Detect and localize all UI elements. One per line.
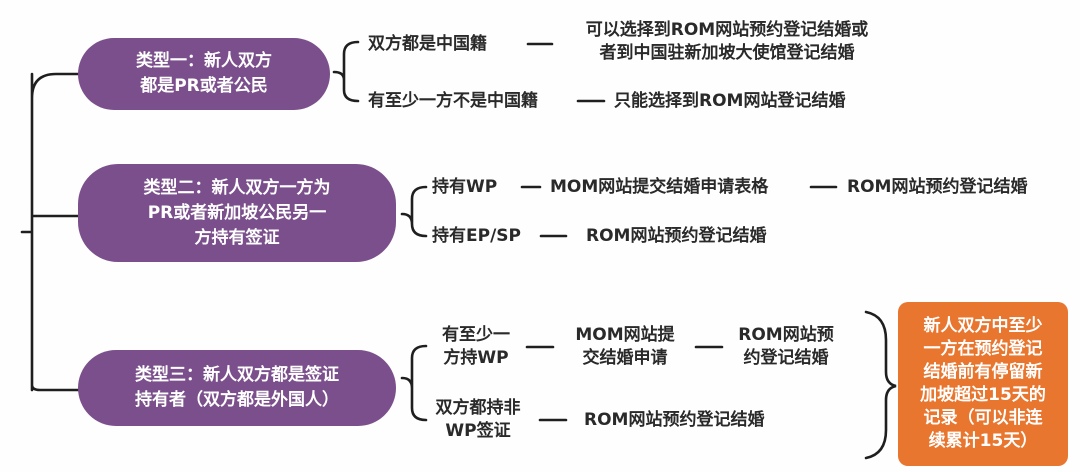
stay-requirement-note: 新人双方中至少 一方在预约登记 结婚前有停留新 加坡超过15天的 记录（可以非连…	[898, 302, 1068, 466]
type1-result-a: 可以选择到ROM网站预约登记结婚或 者到中国驻新加坡大使馆登记结婚	[585, 20, 869, 63]
type2-step-a: MOM网站提交结婚申请表格	[550, 177, 769, 197]
type3-step-a: MOM网站提 交结婚申请	[575, 325, 675, 368]
type2-condition-b: 持有EP/SP	[432, 226, 521, 246]
note-text: 新人双方中至少 一方在预约登记 结婚前有停留新 加坡超过15天的 记录（可以非连…	[920, 316, 1046, 451]
type1-condition-a: 双方都是中国籍	[368, 34, 487, 54]
type3-pill: 类型三：新人双方都是签证 持有者（双方都是外国人）	[78, 350, 396, 426]
type3-label: 类型三：新人双方都是签证 持有者（双方都是外国人）	[135, 365, 339, 410]
type3-condition-a: 有至少一 方持WP	[442, 325, 510, 368]
type3-condition-b: 双方都持非 WP签证	[435, 398, 521, 441]
note-brace	[864, 310, 897, 460]
main-trunk	[20, 72, 80, 392]
type2-bracket	[400, 185, 428, 238]
type1-result-b: 只能选择到ROM网站登记结婚	[614, 91, 846, 111]
type2-condition-a: 持有WP	[432, 177, 498, 197]
type3-bracket	[400, 344, 428, 422]
type1-pill: 类型一：新人双方 都是PR或者公民	[78, 38, 330, 110]
type2-pill: 类型二：新人双方一方为 PR或者新加坡公民另一 方持有签证	[78, 164, 396, 262]
type3-result-b: ROM网站预约登记结婚	[584, 410, 765, 430]
type2-result-b: ROM网站预约登记结婚	[586, 226, 767, 246]
type2-label: 类型二：新人双方一方为 PR或者新加坡公民另一 方持有签证	[143, 177, 331, 248]
type1-condition-b: 有至少一方不是中国籍	[368, 91, 538, 111]
type1-label: 类型一：新人双方 都是PR或者公民	[136, 51, 272, 96]
type2-result-a: ROM网站预约登记结婚	[847, 177, 1028, 197]
type3-result-a: ROM网站预 约登记结婚	[738, 325, 834, 368]
type1-bracket	[332, 40, 360, 103]
